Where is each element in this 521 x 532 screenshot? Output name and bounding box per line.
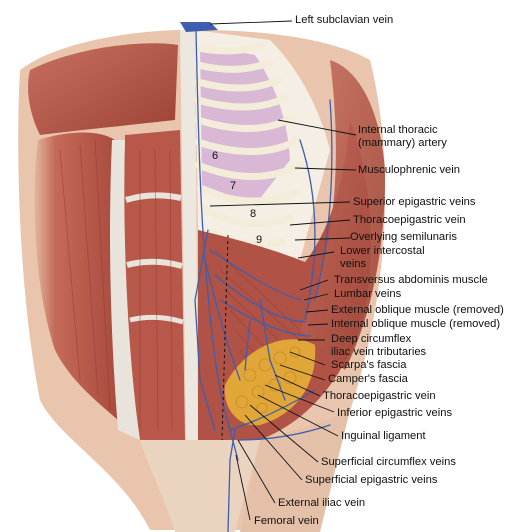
label-superficial-circumflex-veins: Superficial circumflex veins <box>321 456 456 468</box>
rib-number-6: 6 <box>212 150 219 162</box>
label-internal-thoracic-1: Internal thoracic <box>358 124 438 136</box>
pectoral-muscle-left <box>28 43 178 135</box>
label-internal-oblique: Internal oblique muscle (removed) <box>331 318 501 330</box>
transversus-abdominis <box>198 120 371 440</box>
tendinous-intersection <box>129 314 184 325</box>
tendinous-intersection <box>126 258 183 269</box>
label-superficial-epigastric-veins: Superficial epigastric veins <box>305 474 438 486</box>
label-musculophrenic-vein: Musculophrenic vein <box>358 164 460 176</box>
rib-number-7: 7 <box>230 180 237 192</box>
label-deep-circumflex-1: Deep circumflex <box>331 333 412 345</box>
label-left-subclavian-vein: Left subclavian vein <box>295 14 394 26</box>
label-superior-epigastric-veins: Superior epigastric veins <box>353 196 476 208</box>
tendinous-intersection <box>125 192 182 203</box>
label-scarpas-fascia: Scarpa's fascia <box>331 359 407 371</box>
rectus-abdominis-left <box>124 130 185 440</box>
label-internal-thoracic-2: (mammary) artery <box>358 137 447 149</box>
rib-number-9: 9 <box>256 234 263 246</box>
rib-number-8: 8 <box>250 208 257 220</box>
vein-network <box>194 29 333 532</box>
label-deep-circumflex-2: iliac vein tributaries <box>331 346 427 358</box>
label-inferior-epigastric-veins: Inferior epigastric veins <box>337 407 453 419</box>
label-external-iliac-vein: External iliac vein <box>278 497 366 509</box>
linea-alba <box>180 30 198 440</box>
label-lower-intercostal-2: veins <box>340 258 367 270</box>
label-femoral-vein: Femoral vein <box>254 515 319 527</box>
muscle-striations <box>59 139 306 431</box>
label-campers-fascia: Camper's fascia <box>328 373 408 385</box>
linea-semilunaris-left <box>110 140 140 440</box>
label-inguinal-ligament: Inguinal ligament <box>341 430 426 442</box>
external-oblique-left <box>34 132 118 420</box>
label-lower-intercostal-1: Lower intercostal <box>340 245 425 257</box>
label-transversus-abdominis: Transversus abdominis muscle <box>334 274 488 286</box>
label-overlying-semilunaris: Overlying semilunaris <box>350 231 457 243</box>
label-thoracoepigastric-vein-lower: Thoracoepigastric vein <box>323 390 436 402</box>
semilunaris-dashed-line <box>221 234 229 441</box>
right-lateral-muscle <box>300 60 386 370</box>
label-thoracoepigastric-vein-upper: Thoracoepigastric vein <box>353 214 466 226</box>
leader-lines <box>209 20 357 521</box>
label-external-oblique: External oblique muscle (removed) <box>331 304 504 316</box>
label-lumbar-veins: Lumbar veins <box>334 288 402 300</box>
ribs <box>194 41 304 248</box>
subclavian-vein <box>180 22 218 32</box>
